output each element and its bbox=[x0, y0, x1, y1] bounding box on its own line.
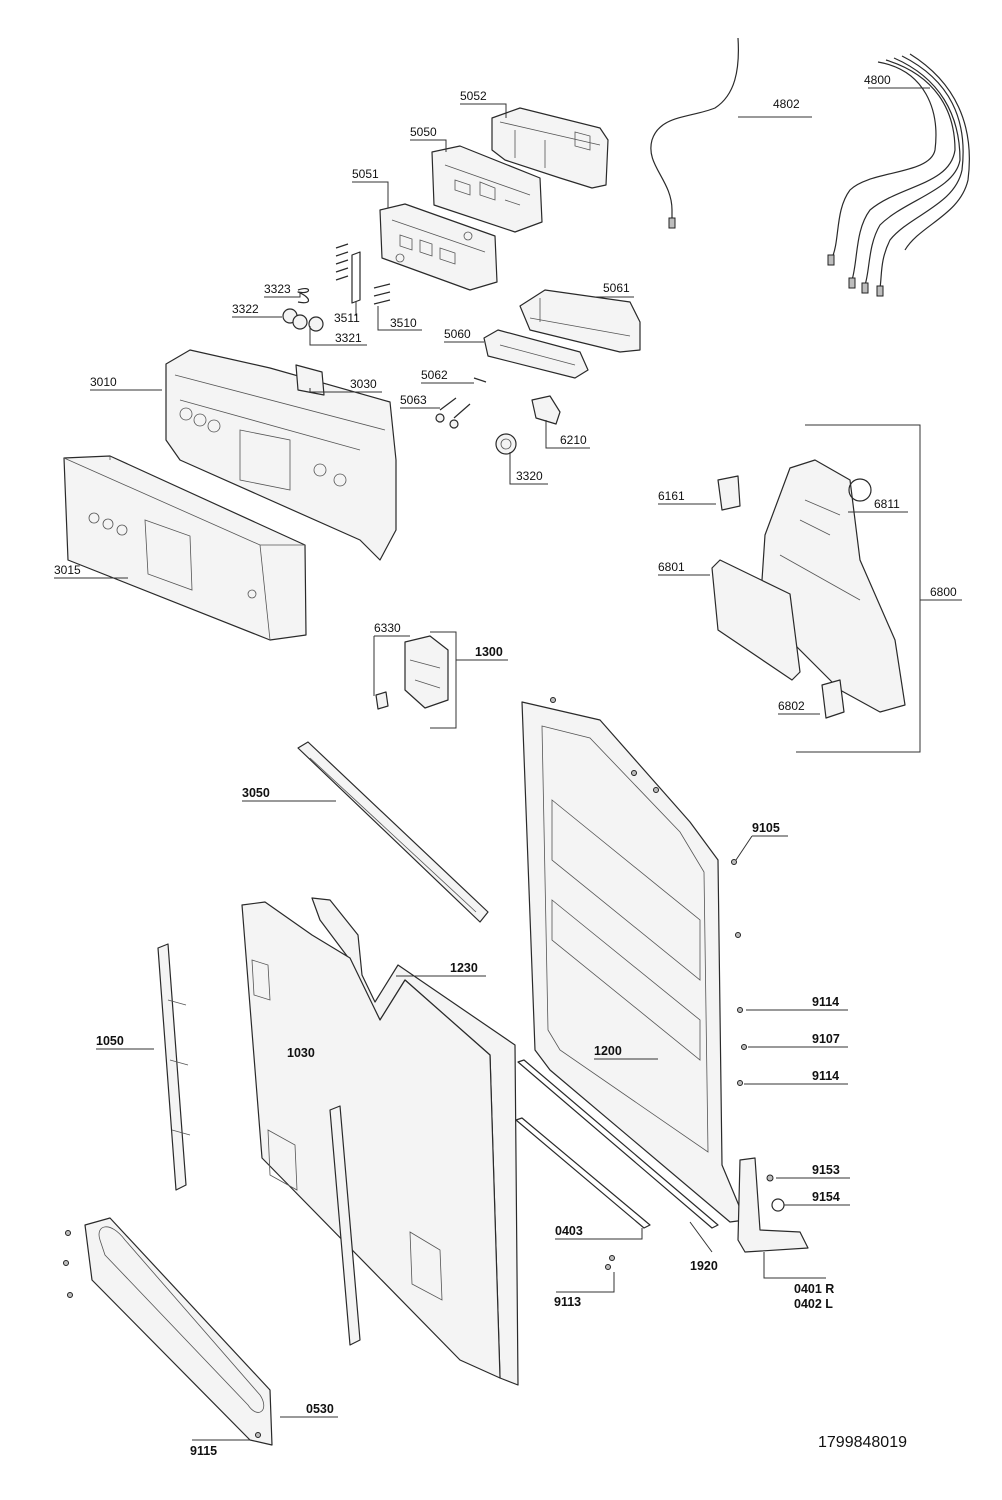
part-1050-rail bbox=[157, 943, 191, 1191]
part-4802-wire bbox=[650, 37, 739, 229]
screws bbox=[63, 697, 785, 1438]
label-1920: 1920 bbox=[690, 1259, 718, 1273]
part-labels: 5052 4802 4800 5050 5051 3323 3322 3511 … bbox=[54, 73, 957, 1458]
label-6161: 6161 bbox=[658, 489, 685, 503]
label-5062: 5062 bbox=[421, 368, 448, 382]
label-5060: 5060 bbox=[444, 327, 471, 341]
part-6210-switch bbox=[495, 395, 561, 455]
label-1300: 1300 bbox=[475, 645, 503, 659]
label-6802: 6802 bbox=[778, 699, 805, 713]
part-3030-bracket bbox=[295, 364, 325, 396]
label-0401-r: 0401 R bbox=[794, 1282, 834, 1296]
label-3322: 3322 bbox=[232, 302, 259, 316]
part-1030-door bbox=[241, 901, 501, 1379]
part-4800-harness bbox=[827, 53, 970, 297]
part-5050-pcb bbox=[431, 145, 543, 233]
label-5052: 5052 bbox=[460, 89, 487, 103]
label-6330: 6330 bbox=[374, 621, 401, 635]
label-1050: 1050 bbox=[96, 1034, 124, 1048]
part-5051-pcb bbox=[379, 203, 498, 291]
part-3015-facia bbox=[63, 455, 307, 641]
label-3510: 3510 bbox=[390, 316, 417, 330]
label-9114-upper: 9114 bbox=[812, 995, 839, 1009]
label-0403: 0403 bbox=[555, 1224, 583, 1238]
part-0530-kickplate bbox=[84, 1217, 273, 1446]
leader-lines bbox=[54, 87, 962, 1441]
part-3010-frame bbox=[165, 349, 397, 561]
label-9107: 9107 bbox=[812, 1032, 840, 1046]
label-9105: 9105 bbox=[752, 821, 780, 835]
label-5051: 5051 bbox=[352, 167, 379, 181]
label-5061: 5061 bbox=[603, 281, 630, 295]
label-3320: 3320 bbox=[516, 469, 543, 483]
label-3010: 3010 bbox=[90, 375, 117, 389]
part-1030-rail bbox=[329, 1105, 361, 1346]
label-6811: 6811 bbox=[874, 497, 900, 511]
label-9153: 9153 bbox=[812, 1163, 840, 1177]
label-6800: 6800 bbox=[930, 585, 957, 599]
label-4802: 4802 bbox=[773, 97, 800, 111]
label-1230: 1230 bbox=[450, 961, 478, 975]
label-4800: 4800 bbox=[864, 73, 891, 87]
label-1200: 1200 bbox=[594, 1044, 622, 1058]
label-3511: 3511 bbox=[334, 311, 360, 325]
label-3323: 3323 bbox=[264, 282, 291, 296]
label-6210: 6210 bbox=[560, 433, 587, 447]
part-6800-dispenser bbox=[711, 459, 906, 719]
label-5063: 5063 bbox=[400, 393, 427, 407]
part-1300-assembly bbox=[375, 635, 449, 710]
label-3321: 3321 bbox=[335, 331, 362, 345]
part-332x-knobs bbox=[282, 288, 324, 332]
part-0401-hinge bbox=[737, 1157, 809, 1253]
label-1030: 1030 bbox=[287, 1046, 315, 1060]
label-3050: 3050 bbox=[242, 786, 270, 800]
part-5052-bracket bbox=[491, 107, 609, 189]
part-1200-frame bbox=[521, 701, 746, 1223]
label-0530: 0530 bbox=[306, 1402, 334, 1416]
part-3050-rail bbox=[297, 741, 489, 923]
label-9114-lower: 9114 bbox=[812, 1069, 839, 1083]
part-5061-box bbox=[519, 289, 641, 353]
label-3030: 3030 bbox=[350, 377, 377, 391]
label-0402-l: 0402 L bbox=[794, 1297, 833, 1311]
part-5060-box bbox=[483, 329, 589, 379]
part-3510-3511-connectors bbox=[335, 243, 391, 305]
label-9115: 9115 bbox=[190, 1444, 217, 1458]
label-9113: 9113 bbox=[554, 1295, 581, 1309]
document-number: 1799848019 bbox=[818, 1434, 907, 1451]
label-5050: 5050 bbox=[410, 125, 437, 139]
part-0403-1920-strips bbox=[515, 1059, 719, 1229]
label-3015: 3015 bbox=[54, 563, 81, 577]
label-9154: 9154 bbox=[812, 1190, 840, 1204]
part-5062-5063 bbox=[435, 377, 487, 429]
label-6801: 6801 bbox=[658, 560, 685, 574]
